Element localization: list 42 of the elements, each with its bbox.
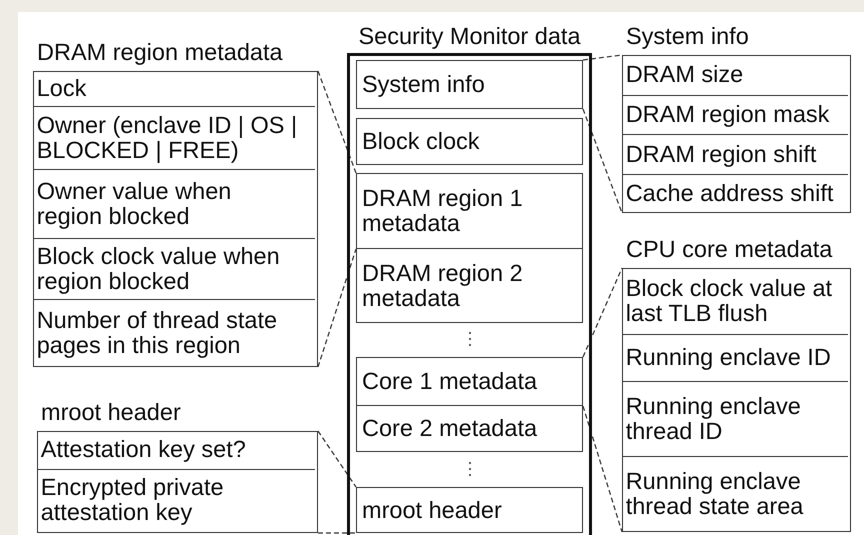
zoom-leader-line — [318, 532, 356, 534]
memory-cell — [356, 173, 583, 249]
zoom-leader-line — [317, 70, 357, 174]
row-text: Running enclave thread state area — [626, 469, 804, 520]
table-heading: Security Monitor data — [357, 24, 582, 49]
cell-text: Core 2 metadata — [362, 416, 538, 441]
memory-cell — [356, 248, 583, 323]
row-text: Owner value when region blocked — [36, 178, 232, 229]
cell-text: DRAM region 1 metadata — [362, 186, 524, 236]
zoom-leader-line — [582, 108, 623, 214]
cell-text: System info — [362, 72, 485, 97]
row-text: Block clock value at last TLB flush — [626, 276, 834, 326]
row-text: Block clock value when region blocked — [36, 244, 281, 294]
cell-text: Core 1 metadata — [362, 369, 538, 394]
row-text: DRAM region mask — [626, 102, 830, 128]
memory-cell — [356, 487, 583, 533]
zoom-leader-line — [317, 248, 357, 368]
row-text: DRAM size — [626, 62, 744, 88]
table-heading: System info — [626, 24, 749, 49]
zoom-leader-line — [582, 268, 623, 358]
table-heading: DRAM region metadata — [37, 40, 283, 65]
table-heading: mroot header — [41, 400, 181, 425]
row-text: Cache address shift — [626, 181, 834, 206]
table-heading: CPU core metadata — [626, 237, 832, 262]
memory-cell — [356, 60, 583, 109]
row-text: Lock — [36, 76, 86, 101]
row-text: Running enclave thread ID — [626, 394, 802, 444]
zoom-leader-line — [582, 406, 623, 532]
row-text: Owner (enclave ID | OS | BLOCKED | FREE) — [36, 112, 298, 163]
cell-text: Block clock — [362, 129, 480, 154]
memory-cell — [356, 357, 583, 406]
row-text: Number of thread state pages in this region — [36, 308, 278, 358]
memory-cell — [356, 118, 583, 165]
cell-text: mroot header — [362, 498, 502, 522]
row-text: Running enclave ID — [626, 345, 831, 370]
zoom-leader-line — [582, 54, 622, 61]
row-text: Attestation key set? — [40, 437, 246, 462]
row-text: DRAM region shift — [626, 142, 816, 167]
row-text: Encrypted private attestation key — [40, 475, 225, 526]
memory-cell — [356, 405, 583, 452]
cell-text: DRAM region 2 metadata — [362, 260, 524, 310]
zoom-leader-line — [318, 430, 356, 488]
